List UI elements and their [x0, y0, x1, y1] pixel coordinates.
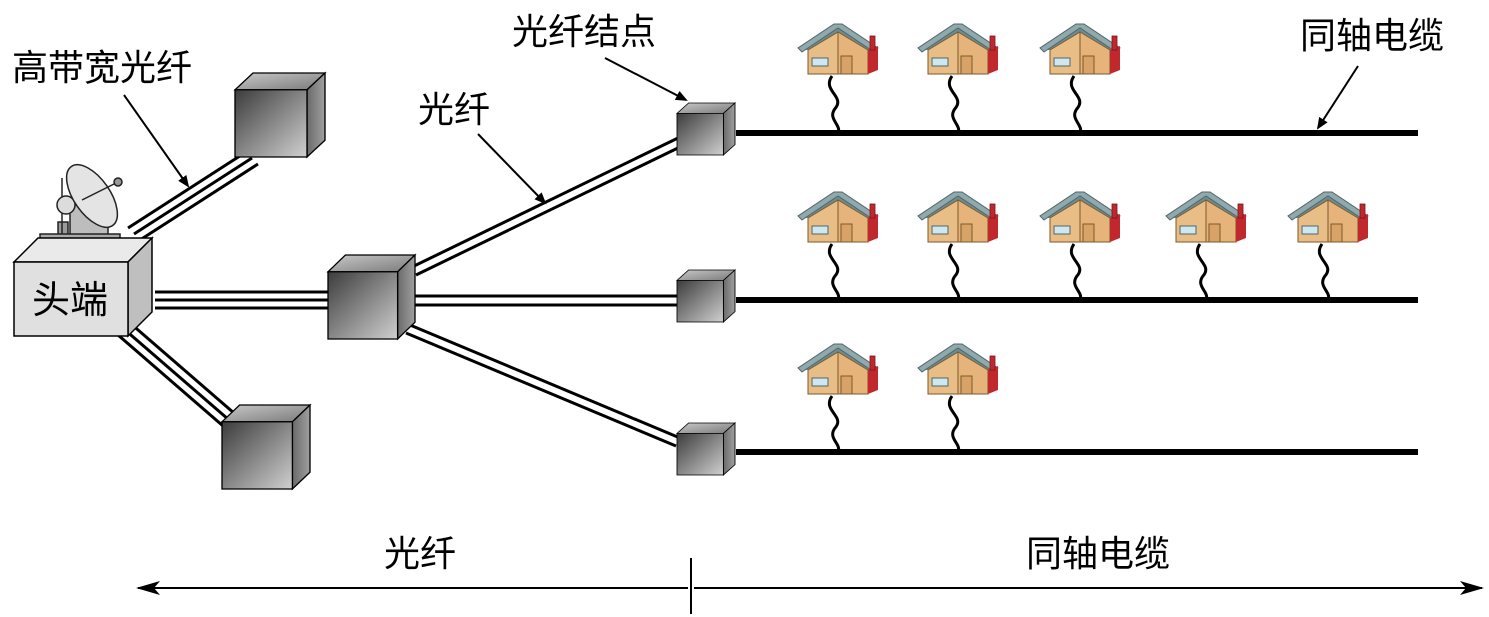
fiber-node-2	[676, 269, 736, 323]
house-icon	[1039, 23, 1121, 75]
coax-lines	[736, 130, 1418, 455]
hfc-fiber-bundles	[117, 150, 330, 434]
hub-cube-top	[234, 72, 326, 158]
fiber-node-1	[676, 102, 736, 156]
label-hfc-fiber: 高带宽光纤	[12, 48, 192, 89]
drop-cable	[828, 75, 841, 134]
label-fiber: 光纤	[418, 90, 490, 131]
drop-cable	[828, 243, 841, 301]
house-icon	[1165, 191, 1247, 243]
label-coax: 同轴电缆	[1300, 16, 1444, 57]
house-icon	[797, 343, 879, 395]
pointer-fiber-node	[604, 57, 688, 101]
house-icon	[1287, 191, 1369, 243]
fiber-links	[405, 136, 683, 448]
drop-cable	[1070, 243, 1083, 301]
bottom-label-fiber: 光纤	[384, 534, 456, 575]
drop-cable	[828, 395, 841, 453]
drop-cable	[948, 243, 961, 301]
house-icon	[797, 23, 879, 75]
drop-cable	[1318, 243, 1331, 301]
bottom-label-coax: 同轴电缆	[1026, 534, 1170, 575]
house-icon	[917, 343, 999, 395]
houses	[797, 23, 1369, 453]
drop-cable	[948, 395, 961, 453]
pointer-hfc-fiber	[123, 94, 190, 188]
span-arrows	[136, 558, 1484, 614]
pointer-fiber	[477, 133, 547, 205]
label-fiber-node: 光纤结点	[512, 12, 656, 53]
house-icon	[797, 191, 879, 243]
headend: 头端	[12, 164, 154, 338]
headend-label: 头端	[32, 278, 108, 322]
drop-cable	[948, 75, 961, 134]
satellite-dish-icon	[39, 164, 123, 245]
drop-cable	[1070, 75, 1083, 134]
hub-cube-middle	[327, 254, 416, 340]
hub-cube-bottom	[221, 404, 311, 490]
house-icon	[1039, 191, 1121, 243]
house-icon	[917, 191, 999, 243]
drop-cable	[1196, 243, 1209, 301]
house-icon	[917, 23, 999, 75]
fiber-node-3	[676, 422, 736, 476]
pointer-coax	[1316, 65, 1359, 130]
